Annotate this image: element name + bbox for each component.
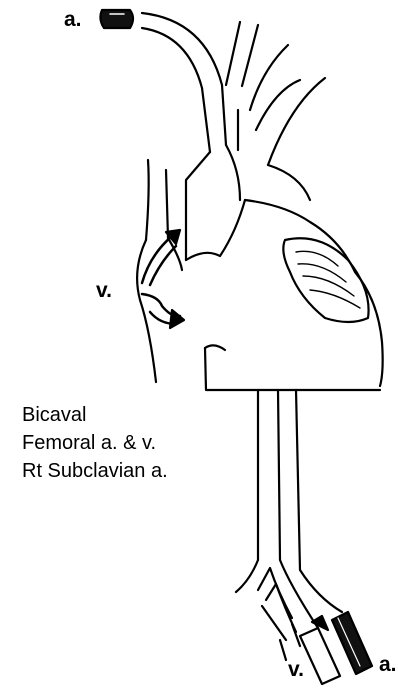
great-vessels xyxy=(226,22,325,165)
femoral-artery-label: a. xyxy=(379,653,397,677)
right-atrium xyxy=(137,238,182,382)
venous-cannula-arrows xyxy=(142,230,184,328)
femoral-arterial-cannula xyxy=(332,612,372,674)
superior-vena-cava xyxy=(146,160,168,240)
right-subclavian-artery xyxy=(142,13,226,152)
top-arterial-cannula xyxy=(100,10,133,28)
cannulation-caption: Bicaval Femoral a. & v. Rt Subclavian a. xyxy=(22,401,168,485)
atrial-vein-label: v. xyxy=(96,279,112,303)
top-artery-label: a. xyxy=(64,8,82,32)
left-atrial-appendage xyxy=(283,238,368,322)
caption-line-bicaval: Bicaval xyxy=(22,401,168,429)
femoral-vein-label: v. xyxy=(288,658,304,682)
aorta xyxy=(186,145,310,260)
caption-line-subclavian: Rt Subclavian a. xyxy=(22,457,168,485)
femoral-vessels xyxy=(258,568,300,660)
heart-outline xyxy=(205,200,383,390)
descending-aorta xyxy=(236,390,342,628)
caption-line-femoral: Femoral a. & v. xyxy=(22,429,168,457)
